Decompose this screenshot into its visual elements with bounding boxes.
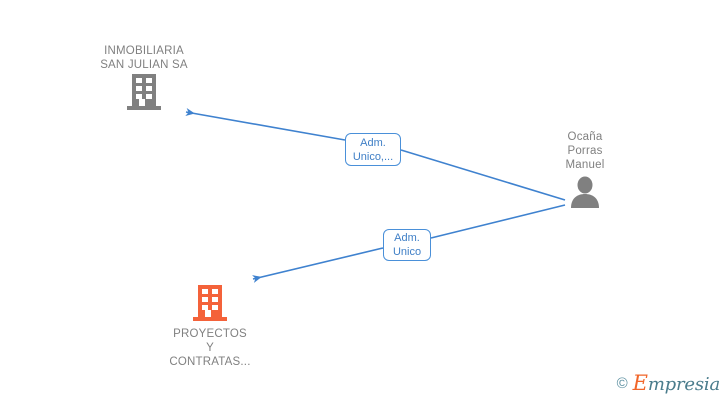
node-company-proyectos-y-contratas[interactable]: PROYECTOS Y CONTRATAS... [130,283,290,369]
brand-wordmark: Empresia [632,371,721,395]
copyright-icon: © [616,375,628,392]
node-person-ocana-porras-manuel[interactable]: Ocaña Porras Manuel [505,130,665,208]
edge-adm-unico[interactable] [252,204,566,283]
edge-label-adm-unico-multi[interactable]: Adm. Unico,... [345,133,401,166]
node-label: PROYECTOS Y CONTRATAS... [169,328,251,368]
node-company-inmobiliaria-san-julian[interactable]: INMOBILIARIA SAN JULIAN SA [64,44,224,112]
edge-segment-left-arrow [252,247,384,283]
brand-rest: mpresia [647,374,720,395]
node-label: Ocaña Porras Manuel [565,131,605,171]
building-icon [193,285,227,321]
edge-adm-unico-multi[interactable] [185,108,566,201]
edge-segment-right [400,149,566,201]
building-icon [127,74,161,110]
person-icon [571,176,599,208]
edge-segment-left-arrow [185,108,346,141]
watermark-empresia: © Empresia [616,371,721,395]
node-label: INMOBILIARIA SAN JULIAN SA [100,45,188,71]
edge-label-adm-unico[interactable]: Adm. Unico [383,229,431,261]
edge-segment-right [430,204,566,239]
brand-initial: E [632,371,648,395]
